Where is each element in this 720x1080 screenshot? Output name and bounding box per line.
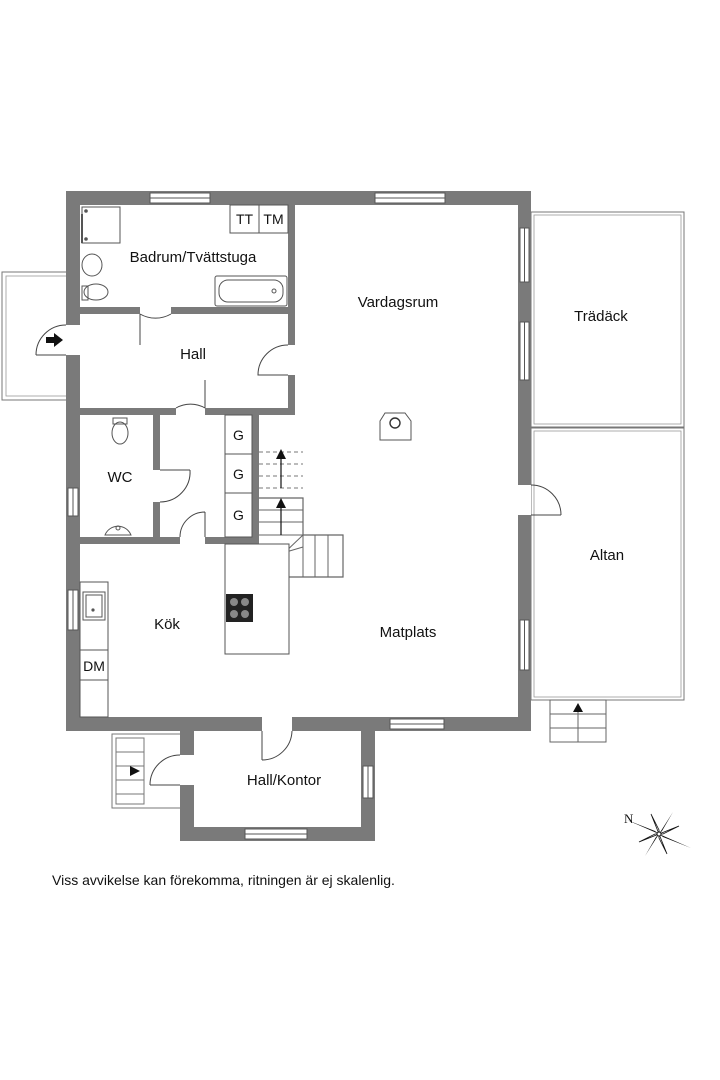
entry-door-arrow-icon <box>54 333 63 347</box>
interior-walls <box>80 205 295 577</box>
washer-label: TM <box>263 211 283 227</box>
wc-toilet-icon <box>111 421 129 445</box>
room-label-office: Hall/Kontor <box>247 772 321 789</box>
wardrobe-2-label: G <box>233 466 244 482</box>
room-label-dining: Matplats <box>380 624 437 641</box>
doors <box>35 307 562 786</box>
bathroom-sink-icon <box>81 253 103 277</box>
wardrobe-1-label: G <box>233 427 244 443</box>
stairs-arrow-lower-icon <box>276 498 286 508</box>
room-label-hall: Hall <box>180 346 206 363</box>
shower <box>81 206 121 244</box>
fireplace-icon <box>379 412 412 441</box>
room-label-wc: WC <box>108 469 133 486</box>
washer-box <box>258 204 289 234</box>
kitchen-fixtures: DM <box>79 543 290 718</box>
bathroom-toilet-icon <box>83 283 109 301</box>
west-entry-landing <box>1 271 69 401</box>
bathroom-fixtures: TT TM <box>81 204 289 307</box>
room-label-kitchen: Kök <box>154 616 180 633</box>
room-label-deck: Trädäck <box>574 308 628 325</box>
entry-arrow-icon <box>130 766 140 776</box>
room-label-living: Vardagsrum <box>358 294 439 311</box>
wc-sink-icon <box>104 525 132 536</box>
patio-area <box>530 427 685 701</box>
wardrobe-3-label: G <box>233 507 244 523</box>
patio-steps <box>549 699 607 743</box>
dishwasher-label: DM <box>83 658 105 674</box>
stove-icon <box>226 594 253 622</box>
bathtub <box>214 275 288 307</box>
kitchen-sink-icon <box>82 591 106 621</box>
compass-north-label: N <box>624 811 634 826</box>
room-label-bathroom: Badrum/Tvättstuga <box>130 249 257 266</box>
wardrobes: G G G <box>224 414 253 538</box>
room-labels: Badrum/Tvättstuga Vardagsrum Trädäck Hal… <box>108 249 629 789</box>
exterior-walls <box>66 191 531 841</box>
windows <box>67 192 530 840</box>
wc-fixtures <box>104 417 132 536</box>
south-entry-stairs <box>111 733 183 809</box>
compass-rose-icon <box>627 812 691 856</box>
dryer-label: TT <box>236 211 254 227</box>
disclaimer-note: Viss avvikelse kan förekomma, ritningen … <box>52 872 395 888</box>
stairs-up-arrow-icon <box>573 703 583 712</box>
room-label-patio: Altan <box>590 547 624 564</box>
stairs-arrow-upper-icon <box>276 449 286 459</box>
